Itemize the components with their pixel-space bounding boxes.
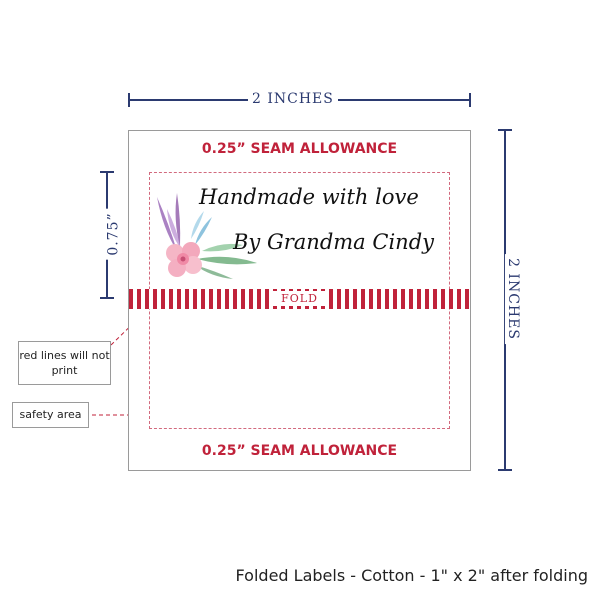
width-dimension-label: 2 INCHES bbox=[248, 91, 338, 107]
product-caption: Folded Labels - Cotton - 1" x 2" after f… bbox=[235, 566, 588, 585]
floral-watercolor-icon bbox=[157, 193, 257, 279]
label-text-line-1: Handmade with love bbox=[199, 185, 419, 209]
label-text-line-2: By Grandma Cindy bbox=[233, 230, 434, 254]
height-dimension-label: 2 INCHES bbox=[504, 254, 521, 344]
red-lines-callout: red lines will not print bbox=[18, 341, 111, 385]
seam-allowance-top: 0.25” SEAM ALLOWANCE bbox=[201, 141, 398, 157]
seam-allowance-bottom: 0.25” SEAM ALLOWANCE bbox=[201, 443, 398, 459]
label-card: 0.25” SEAM ALLOWANCE Handmade with love … bbox=[128, 130, 471, 471]
fold-line-band: FOLD bbox=[129, 289, 470, 309]
fold-text: FOLD bbox=[271, 291, 328, 306]
fold-height-dimension-label: 0.75” bbox=[105, 208, 122, 260]
safety-area-callout: safety area bbox=[12, 402, 89, 428]
